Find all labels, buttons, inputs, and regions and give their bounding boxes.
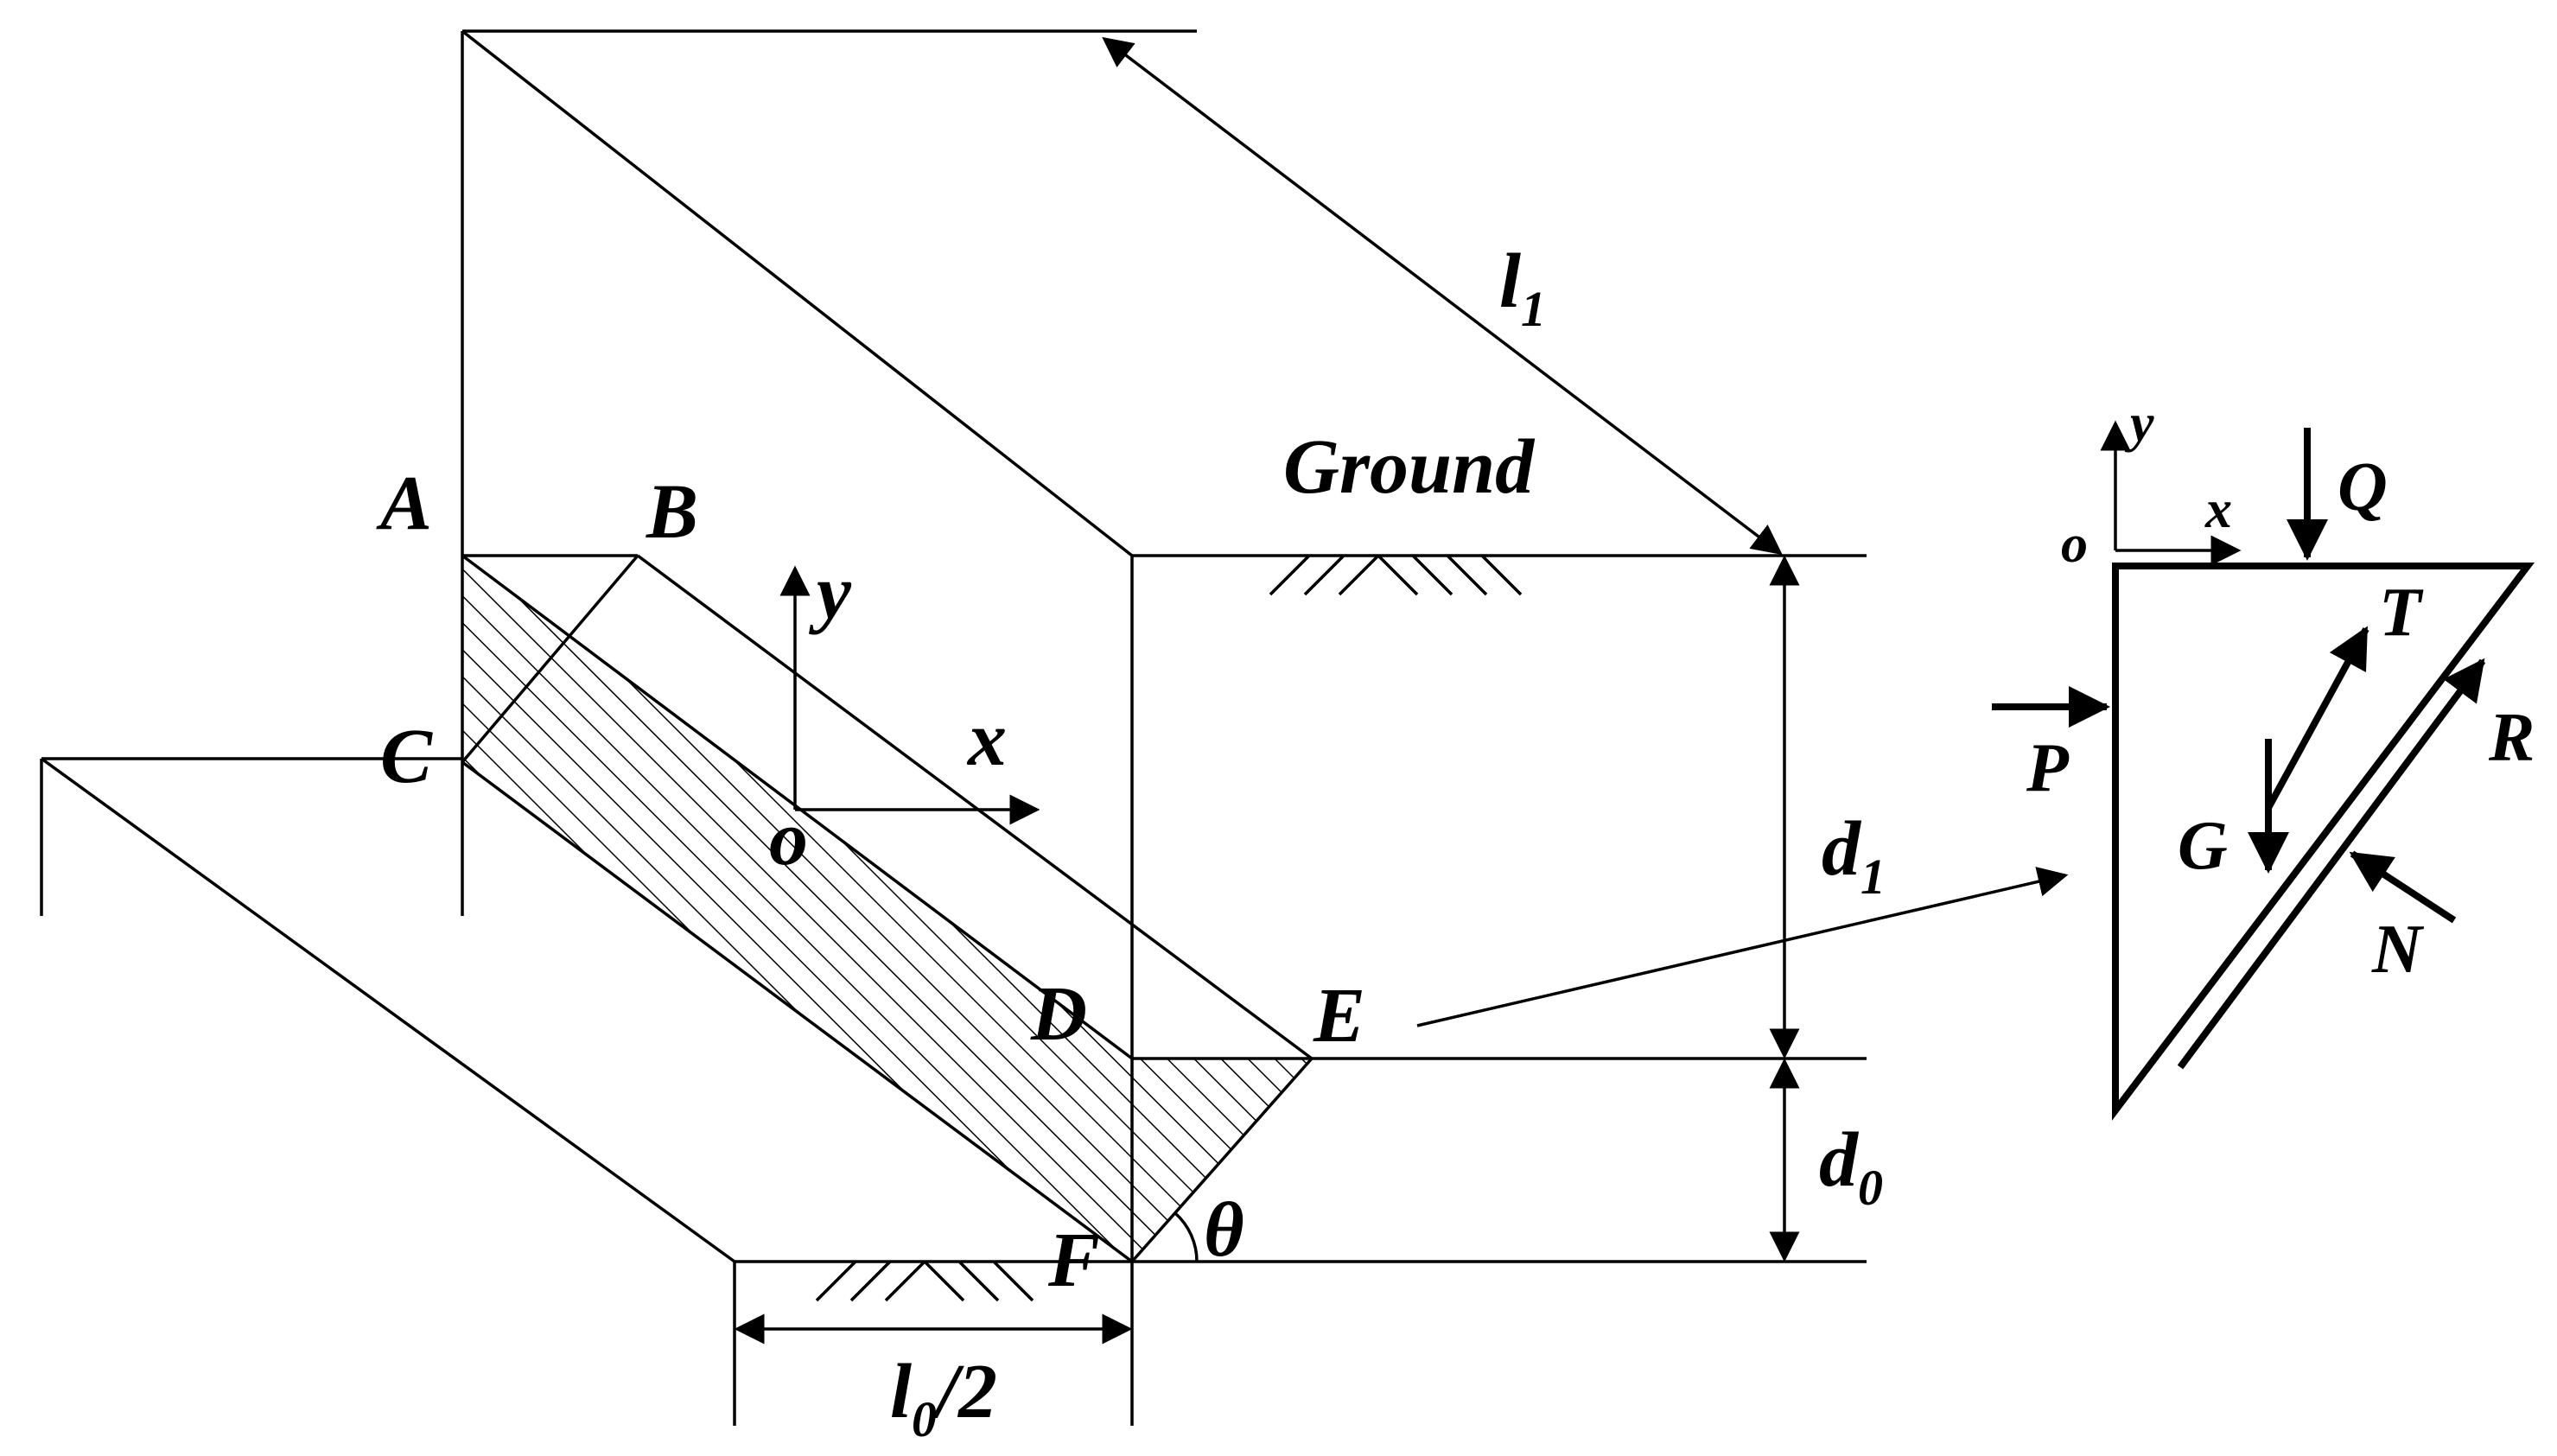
x-axis-label: x [966, 696, 1007, 782]
theta-label: θ [1204, 1187, 1244, 1273]
force-R-label: R [2488, 700, 2535, 776]
force-T-label: T [2379, 575, 2424, 651]
force-G-label: G [2178, 808, 2228, 884]
origin-label: o [769, 796, 808, 881]
ground-label: Ground [1283, 424, 1536, 510]
label-A: A [376, 461, 432, 546]
ground-surface-marks [1269, 554, 1523, 596]
fb-origin-label: o [2061, 515, 2088, 574]
l0-half-label: l0/2 [890, 1349, 997, 1447]
force-Q-label: Q [2338, 449, 2388, 525]
free-body-wedge [2112, 563, 2535, 1121]
force-N-label: N [2371, 912, 2425, 988]
hatched-wedge-slab [462, 556, 1132, 1262]
label-F: F [1047, 1218, 1100, 1303]
l1-dimension-arrow [1102, 36, 1783, 556]
theta-arc [1174, 1211, 1199, 1262]
d1-label: d1 [1822, 806, 1886, 905]
trench-bottom-marks [815, 1260, 1034, 1302]
free-body-diagram: y x o Q P T G R N [1992, 394, 2535, 1121]
label-B: B [646, 469, 698, 555]
fb-y-axis-label: y [2124, 394, 2154, 453]
force-N-arrow [2349, 850, 2457, 924]
force-T-arrow [2265, 626, 2369, 810]
fb-x-axis-label: x [2204, 480, 2232, 539]
label-D: D [1030, 971, 1087, 1057]
force-R-arrow [2177, 658, 2486, 1070]
d0-label: d0 [1819, 1117, 1883, 1216]
label-C: C [380, 714, 433, 799]
l1-label: l1 [1499, 238, 1546, 337]
trench-geometry [40, 29, 1867, 1426]
label-E: E [1313, 973, 1365, 1059]
pointer-arrow [1416, 867, 2069, 1027]
y-axis-label: y [808, 550, 852, 635]
force-P-label: P [2026, 730, 2070, 806]
